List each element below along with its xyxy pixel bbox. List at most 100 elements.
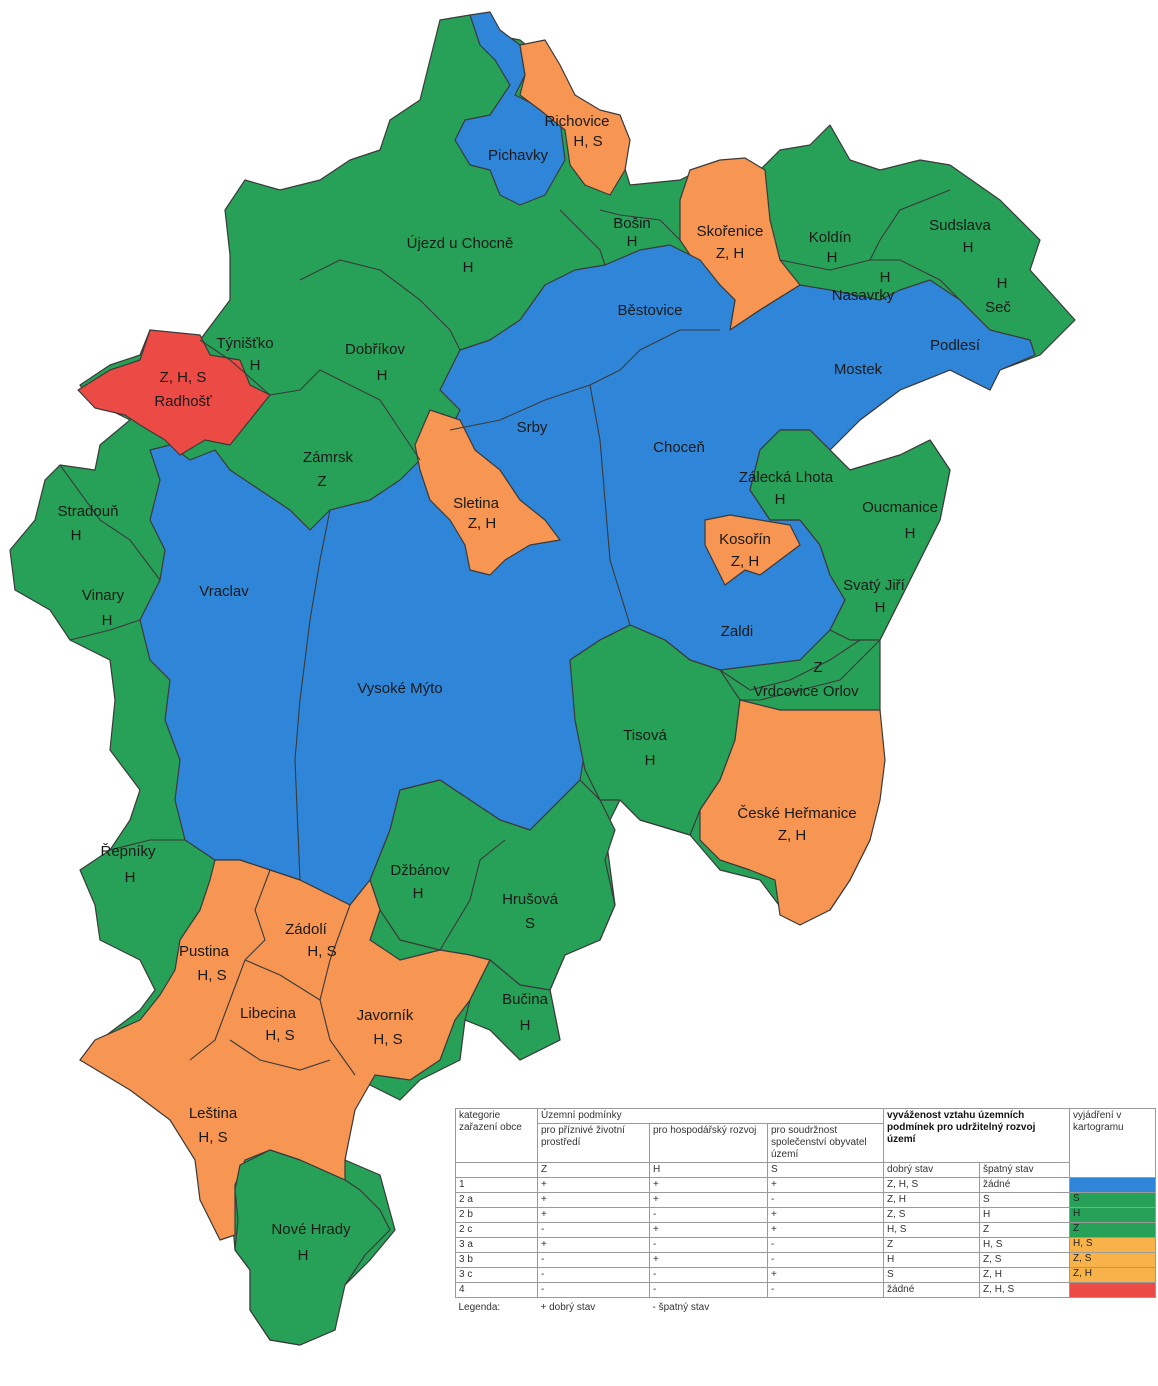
legend-col-h: H bbox=[649, 1162, 768, 1178]
label-koldin: Koldín bbox=[809, 229, 852, 246]
label-nove-hrady: Nové Hrady bbox=[271, 1221, 351, 1238]
label-skorenice: Skořenice bbox=[697, 223, 764, 240]
legend-cell-z: + bbox=[537, 1192, 650, 1208]
label-zadoli-sub: H, S bbox=[307, 943, 336, 960]
label-repniky: Řepníky bbox=[100, 843, 156, 860]
label-zalecka-sub: H bbox=[775, 491, 786, 508]
legend-cell-h: + bbox=[649, 1192, 768, 1208]
legend-h-vyjadreni: vyjádření v kartogramu bbox=[1069, 1108, 1157, 1178]
label-stradoun-sub: H bbox=[71, 527, 82, 544]
label-sletina: Sletina bbox=[453, 495, 500, 512]
legend-cell-spatny: H bbox=[979, 1207, 1071, 1223]
region-ceske-hermanice bbox=[699, 699, 886, 926]
label-kosorin: Kosořín bbox=[719, 531, 771, 548]
label-richovice-sub: H, S bbox=[573, 133, 602, 150]
legend-cell-s: + bbox=[766, 1222, 885, 1238]
map-labels: Richovice H, S Pichavky Bošin H Skořenic… bbox=[58, 113, 1012, 1264]
legend-table: kategorie zařazení obce Územní podmínky … bbox=[455, 1108, 1157, 1384]
label-sletina-sub: Z, H bbox=[468, 515, 496, 532]
label-zadoli: Zádolí bbox=[285, 921, 328, 938]
label-lestina: Leština bbox=[189, 1105, 238, 1122]
legend-cell-cat: 2 c bbox=[455, 1222, 538, 1238]
label-richovice: Richovice bbox=[544, 113, 609, 130]
legend-col-s: S bbox=[766, 1162, 885, 1178]
label-sec-h: H bbox=[997, 275, 1008, 292]
legend-cell-z: - bbox=[537, 1252, 650, 1268]
legend-cell-h: - bbox=[649, 1282, 768, 1298]
legend-cell-z: + bbox=[537, 1177, 650, 1193]
label-tynistko-sub: H bbox=[250, 357, 261, 374]
label-podlesi: Podlesí bbox=[930, 337, 981, 354]
label-zalecka: Zálecká Lhota bbox=[739, 469, 834, 486]
region-radhost bbox=[77, 329, 271, 456]
legend-cell-spatny: S bbox=[979, 1192, 1071, 1208]
region-bucina bbox=[464, 959, 561, 1061]
legend-cell-spatny: H, S bbox=[979, 1237, 1071, 1253]
legend-cell-spatny: Z bbox=[979, 1222, 1071, 1238]
legend-cell-dobry: S bbox=[883, 1267, 981, 1283]
legend-cell-cat: 4 bbox=[455, 1282, 538, 1298]
legend-cell-z: + bbox=[537, 1207, 650, 1223]
label-javornik-sub: H, S bbox=[373, 1031, 402, 1048]
region-zalecka bbox=[749, 429, 951, 641]
label-orel-z: Z bbox=[813, 659, 822, 676]
legend-spatny: špatný stav bbox=[979, 1162, 1071, 1178]
label-oucmanice-sub: H bbox=[905, 525, 916, 542]
legend-cell-cat: 2 b bbox=[455, 1207, 538, 1223]
legend-cell-z: - bbox=[537, 1222, 650, 1238]
label-dzbanov-sub: H bbox=[413, 885, 424, 902]
region-south-orange bbox=[79, 859, 491, 1241]
label-lestina-sub: H, S bbox=[198, 1129, 227, 1146]
label-vysoke-myto: Vysoké Mýto bbox=[357, 680, 442, 697]
label-bestovice: Běstovice bbox=[617, 302, 682, 319]
legend-swatch: S bbox=[1069, 1192, 1157, 1208]
label-stradoun: Stradouň bbox=[58, 503, 119, 520]
legend-cell-dobry: Z, H, S bbox=[883, 1177, 981, 1193]
label-bucina-sub: H bbox=[520, 1017, 531, 1034]
legend-cell-spatny: Z, H bbox=[979, 1267, 1071, 1283]
label-chocen: Choceň bbox=[653, 439, 705, 456]
label-radhost-sub: Z, H, S bbox=[160, 369, 207, 386]
legend-cell-z: - bbox=[537, 1267, 650, 1283]
label-repniky-sub: H bbox=[125, 869, 136, 886]
label-nasavrky-h: H bbox=[880, 269, 891, 286]
legend-cell-h: + bbox=[649, 1222, 768, 1238]
legend-cell-dobry: Z, S bbox=[883, 1207, 981, 1223]
label-ceske-sub: Z, H bbox=[778, 827, 806, 844]
region-kosorin bbox=[704, 514, 801, 586]
legend-cell-s: - bbox=[766, 1282, 885, 1298]
region-nove-hrady bbox=[234, 1149, 391, 1346]
region-sletina bbox=[414, 409, 561, 576]
legend-h-soudr: pro soudržnost společenství obyvatel úze… bbox=[766, 1123, 885, 1163]
label-kosorin-sub: Z, H bbox=[731, 553, 759, 570]
region-central-blue bbox=[139, 244, 1036, 906]
label-hrusova-sub: S bbox=[525, 915, 535, 932]
legend-swatch: H bbox=[1069, 1207, 1157, 1223]
legend-cell-s: - bbox=[766, 1192, 885, 1208]
legend-cell-cat: 3 b bbox=[455, 1252, 538, 1268]
legend-cell-dobry: H bbox=[883, 1252, 981, 1268]
label-sudslava: Sudslava bbox=[929, 217, 991, 234]
legend-cell-s: - bbox=[766, 1237, 885, 1253]
label-nove-hrady-sub: H bbox=[298, 1247, 309, 1264]
legend-cell-h: - bbox=[649, 1267, 768, 1283]
label-svaty-jiri: Svatý Jiří bbox=[843, 577, 906, 594]
legend-cell-s: + bbox=[766, 1207, 885, 1223]
legend-legenda: Legenda: bbox=[458, 1302, 501, 1313]
legend-h-zivotni: pro příznivé životní prostředí bbox=[537, 1123, 650, 1163]
legend-cell-dobry: žádné bbox=[883, 1282, 981, 1298]
legend-cell-s: - bbox=[766, 1252, 885, 1268]
legend-cell-h: + bbox=[649, 1177, 768, 1193]
region-dzbanov bbox=[369, 779, 616, 991]
label-javornik: Javorník bbox=[357, 1007, 414, 1024]
label-orel: Vrdcovice Orlov bbox=[753, 683, 859, 700]
legend-cell-spatny: Z, H, S bbox=[979, 1282, 1071, 1298]
legend-swatch: Z, H bbox=[1069, 1267, 1157, 1283]
legend-dobry: dobrý stav bbox=[883, 1162, 981, 1178]
